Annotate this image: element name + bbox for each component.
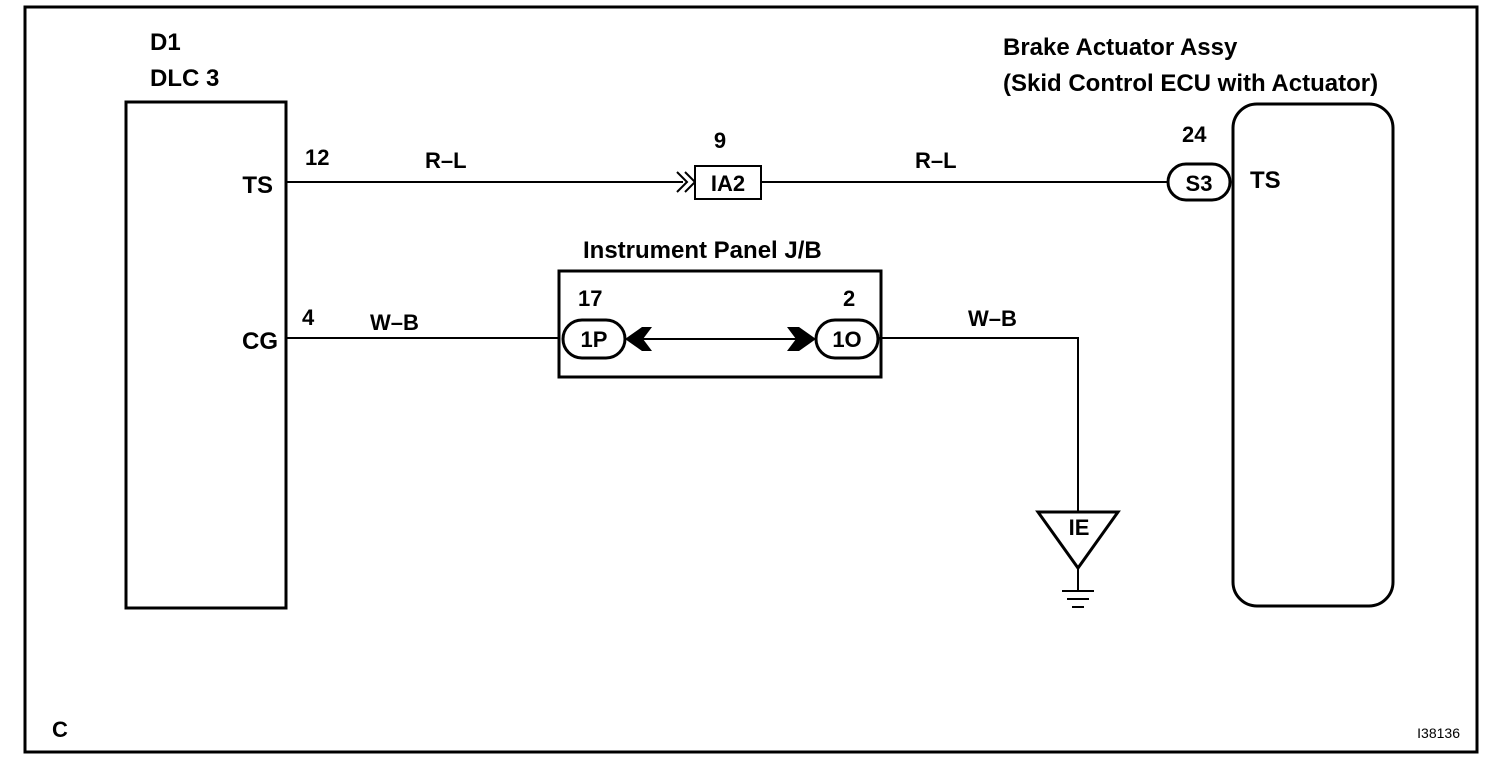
actuator-box bbox=[1231, 102, 1395, 608]
actuator-title-line2: (Skid Control ECU with Actuator) bbox=[1003, 70, 1378, 97]
jb-left-connector-label: 1P bbox=[581, 327, 608, 352]
cg-wire-right-color: W–B bbox=[968, 306, 1017, 331]
jb-right-pin: 2 bbox=[843, 286, 855, 311]
ts-wire-right-color: R–L bbox=[915, 148, 957, 173]
jb-title: Instrument Panel J/B bbox=[583, 237, 822, 264]
dlc-name: DLC 3 bbox=[150, 65, 219, 92]
actuator-connector-label: S3 bbox=[1186, 171, 1213, 196]
dlc-ref: D1 bbox=[150, 29, 181, 56]
corner-label: C bbox=[52, 717, 68, 742]
actuator-title-line1: Brake Actuator Assy bbox=[1003, 34, 1238, 61]
dlc-cg-pin: 4 bbox=[302, 305, 315, 330]
dlc-ts-pin: 12 bbox=[305, 145, 329, 170]
ground-point-triangle bbox=[1035, 510, 1121, 571]
actuator-terminal-ts: TS bbox=[1250, 167, 1281, 194]
dlc-terminal-cg: CG bbox=[242, 328, 278, 355]
jb-left-chevron-icon bbox=[625, 327, 652, 351]
junction-box bbox=[694, 165, 762, 200]
figure-id: I38136 bbox=[1417, 725, 1460, 741]
cg-wire-right bbox=[878, 337, 1079, 512]
dlc-terminal-ts: TS bbox=[242, 172, 273, 199]
dlc-connector-box bbox=[124, 100, 288, 610]
actuator-pin: 24 bbox=[1182, 122, 1207, 147]
cg-wire-left-color: W–B bbox=[370, 310, 419, 335]
jb-right-chevron-icon bbox=[787, 327, 816, 351]
jb-right-connector-label: 1O bbox=[832, 327, 861, 352]
jb-left-pin: 17 bbox=[578, 286, 602, 311]
junction-pin: 9 bbox=[714, 128, 726, 153]
junction-label: IA2 bbox=[711, 171, 745, 196]
ts-wire-left-color: R–L bbox=[425, 148, 467, 173]
ground-point-label: IE bbox=[1069, 515, 1090, 540]
actuator-connector-oval bbox=[1166, 162, 1232, 202]
ground-symbol-icon bbox=[1062, 590, 1094, 608]
